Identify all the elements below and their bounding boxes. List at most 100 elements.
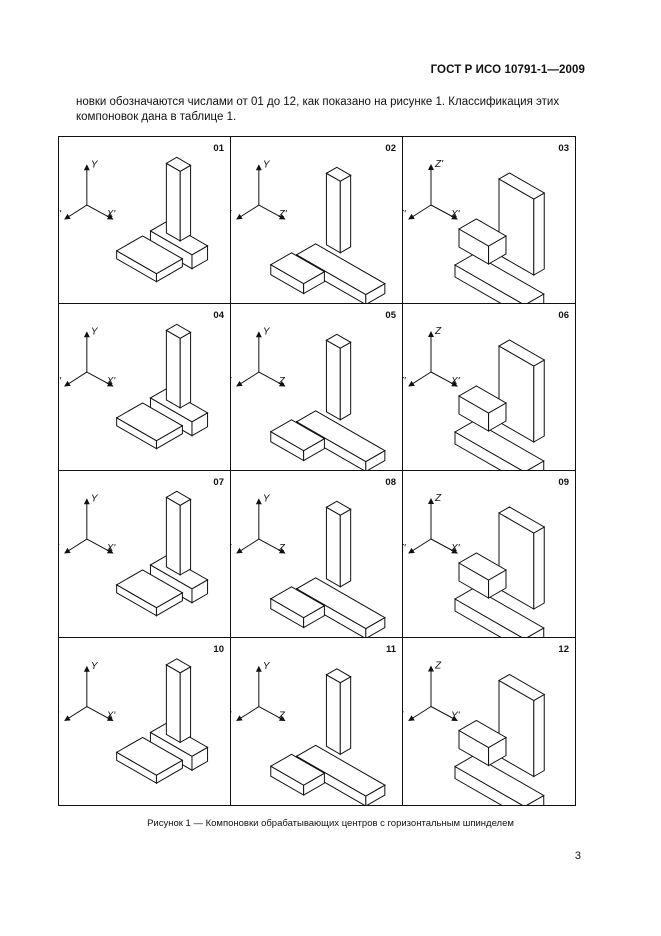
layout-number: 10: [213, 644, 224, 655]
axis-label: X': [450, 543, 461, 554]
layout-cell: 07 Y Z X': [59, 471, 231, 638]
layout-cell: 06 ZY'X': [403, 304, 575, 471]
machine-column: [165, 490, 192, 576]
axis-label: X': [106, 376, 117, 387]
axis-label: Z: [434, 326, 442, 337]
machine-drawing: YXZ: [231, 493, 386, 637]
axis-label: Y: [263, 661, 271, 672]
axis-label: X': [106, 209, 117, 220]
machine-table: [269, 586, 326, 629]
axis-label: Y: [91, 661, 99, 672]
axis-label: Z: [59, 711, 60, 722]
machine-column: [497, 673, 546, 778]
layout-number: 12: [558, 644, 569, 655]
layout-cell: 02 YXZ': [231, 137, 403, 304]
machine-drawing: Y Z' X': [59, 156, 209, 283]
machine-table: [269, 753, 326, 796]
machine-column: [165, 323, 192, 409]
axis-label: Z: [278, 376, 286, 387]
axis-label: Y: [91, 159, 99, 170]
machine-column: [165, 156, 192, 242]
axis-label: X': [450, 376, 461, 387]
axis-label: X: [231, 543, 232, 554]
axis-label: X: [403, 711, 404, 722]
machine-column: [325, 333, 352, 421]
machine-drawing: Z Y' X': [403, 493, 546, 637]
machine-drawing: Y X Z: [231, 326, 386, 470]
layout-number: 08: [385, 477, 396, 488]
machine-drawing: Z' Y' X': [403, 159, 546, 303]
page-number: 3: [574, 850, 581, 862]
layout-number: 09: [558, 477, 569, 488]
axis-label: Z: [278, 543, 286, 554]
machine-column: [165, 658, 192, 744]
layout-cell: 11 Y X Z: [231, 638, 403, 805]
axis-label: X: [231, 711, 232, 722]
machine-drawing: Y Z' X': [59, 323, 209, 450]
axis-label: Y': [451, 711, 461, 722]
axis-label: Z': [59, 376, 62, 387]
axis-label: Y': [403, 209, 407, 220]
layout-cell: 12 Z X Y': [403, 638, 575, 805]
machine-column: [325, 668, 352, 756]
machine-drawing: Y X Z: [231, 661, 386, 805]
axis-label: Z: [278, 711, 286, 722]
spindle-head: [457, 552, 507, 599]
axis-label: Y': [403, 543, 407, 554]
layout-cell: 05 Y X Z: [231, 304, 403, 471]
layout-cell: 03 Z' Y' X': [403, 137, 575, 304]
axis-label: X': [450, 209, 461, 220]
axis-label: Y': [403, 376, 407, 387]
document-header: ГОСТ Р ИСО 10791-1—2009: [430, 64, 585, 76]
axis-label: Y: [91, 493, 99, 504]
machine-drawing: Z X Y': [403, 661, 546, 805]
machine-table: [115, 736, 184, 784]
axis-label: X': [106, 711, 117, 722]
intro-paragraph: новки обозначаются числами от 01 до 12, …: [76, 96, 560, 123]
axis-label: Z: [59, 543, 60, 554]
machine-table: [269, 252, 326, 295]
axis-label: X: [231, 376, 232, 387]
layout-number: 07: [213, 477, 224, 488]
spindle-head: [457, 218, 507, 265]
layout-number: 03: [558, 143, 569, 154]
axis-label: Z: [434, 661, 442, 672]
axis-label: Z': [278, 209, 288, 220]
machine-table: [115, 235, 184, 283]
machine-drawing: YXZ': [231, 159, 386, 303]
spindle-head: [457, 719, 507, 767]
layout-number: 02: [385, 143, 396, 154]
machine-column: [497, 172, 546, 276]
layout-cell: 09 Z Y' X': [403, 471, 575, 638]
machine-column: [325, 166, 352, 254]
axis-label: Z: [434, 493, 442, 504]
layout-cell: 04 Y Z' X': [59, 304, 231, 471]
figure-layout-grid: 01 Y Z' X' 02 Y X Z' 03 Z' Y' X' 04 Y Z' X' 05 Y…: [58, 136, 576, 806]
machine-column: [497, 339, 546, 443]
machine-base: [453, 420, 545, 470]
axis-label: X': [106, 543, 117, 554]
layout-number: 05: [385, 310, 396, 321]
layout-cell: 10 Y Z X': [59, 638, 231, 805]
machine-base: [453, 754, 545, 805]
machine-column: [325, 500, 352, 588]
machine-column: [497, 506, 546, 610]
axis-label: Z': [59, 209, 62, 220]
layout-number: 01: [213, 143, 224, 154]
axis-label: Z': [434, 159, 444, 170]
layout-number: 04: [213, 310, 224, 321]
layout-cell: 08 YXZ: [231, 471, 403, 638]
axis-label: X: [231, 209, 232, 220]
machine-drawing: Y Z X': [59, 658, 209, 784]
machine-table: [269, 419, 326, 462]
machine-drawing: Z Y' X': [403, 326, 546, 470]
layout-number: 11: [385, 644, 396, 655]
machine-base: [453, 587, 545, 637]
spindle-head: [457, 385, 507, 432]
axis-label: Y: [91, 326, 99, 337]
layout-cell: 01 Y Z' X': [59, 137, 231, 304]
machine-table: [115, 402, 184, 450]
machine-table: [115, 569, 184, 617]
axis-label: Y: [263, 326, 271, 337]
machine-base: [453, 253, 545, 303]
